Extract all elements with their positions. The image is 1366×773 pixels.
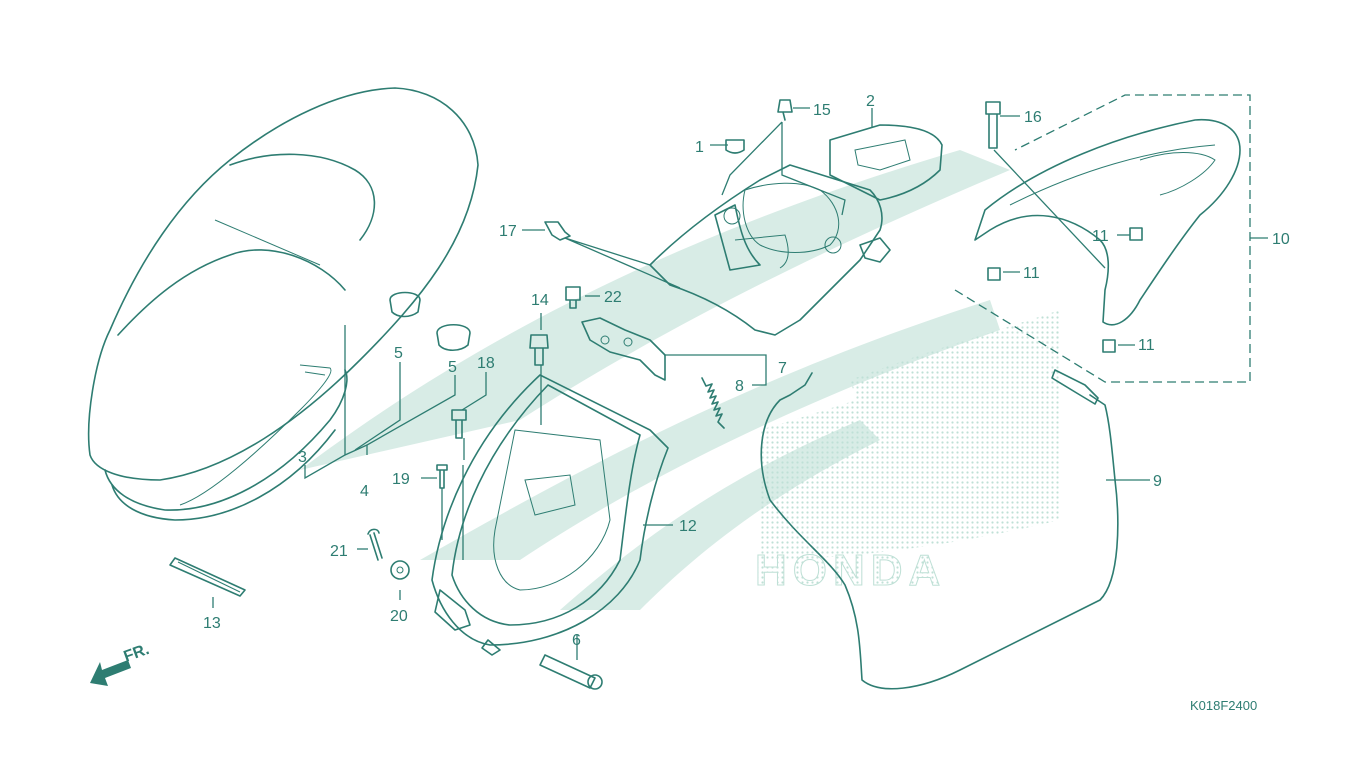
stay-part-13: [169, 557, 246, 597]
callout-18: 18: [477, 355, 495, 372]
callout-20: 20: [390, 608, 408, 625]
luggage-box-part: [431, 374, 669, 656]
callout-10: 10: [1272, 231, 1290, 248]
callout-2: 2: [866, 93, 875, 110]
callout-13: 13: [203, 615, 221, 632]
callout-5a: 5: [394, 345, 403, 362]
honda-wing-watermark: HONDA: [300, 150, 1060, 610]
seat-opener-cable-9: [760, 369, 1119, 690]
callout-12: 12: [679, 518, 697, 535]
callout-5b: 5: [448, 359, 457, 376]
callout-7: 7: [778, 360, 787, 377]
callout-15: 15: [813, 102, 831, 119]
honda-wordmark: HONDA: [755, 546, 946, 595]
seat-part: [87, 87, 479, 521]
front-label: FR.: [122, 641, 152, 666]
callout-22: 22: [604, 289, 622, 306]
callout-16: 16: [1024, 109, 1042, 126]
leader-lines: [212, 107, 1268, 660]
rubber-bumper-part: [389, 291, 471, 352]
callout-6: 6: [572, 632, 581, 649]
callout-14: 14: [531, 292, 549, 309]
spring-part-8: [701, 377, 725, 429]
callout-8: 8: [735, 378, 744, 395]
callout-1: 1: [695, 139, 704, 156]
callout-11b: 11: [1023, 265, 1040, 282]
diagram-code: K018F2400: [1190, 698, 1257, 713]
small-fasteners: [367, 99, 1001, 580]
callout-11a: 11: [1092, 228, 1109, 245]
center-cover-part: [649, 139, 891, 336]
callout-labels: 1 2 3 4 5 5 6 7 8 9 10 11 11 11 12 13 14…: [203, 93, 1290, 649]
callout-21: 21: [330, 543, 348, 560]
callout-3: 3: [298, 449, 307, 466]
seat-latch-part: [581, 317, 666, 381]
callout-4: 4: [360, 483, 369, 500]
grab-rail-part-10: [974, 118, 1241, 353]
front-direction-marker: FR.: [90, 641, 152, 686]
tail-cover-part-2: [829, 124, 943, 201]
callout-11c: 11: [1138, 337, 1155, 354]
callout-17: 17: [499, 223, 517, 240]
pin-part-6: [539, 654, 603, 690]
callout-19: 19: [392, 471, 410, 488]
callout-9: 9: [1153, 473, 1162, 490]
